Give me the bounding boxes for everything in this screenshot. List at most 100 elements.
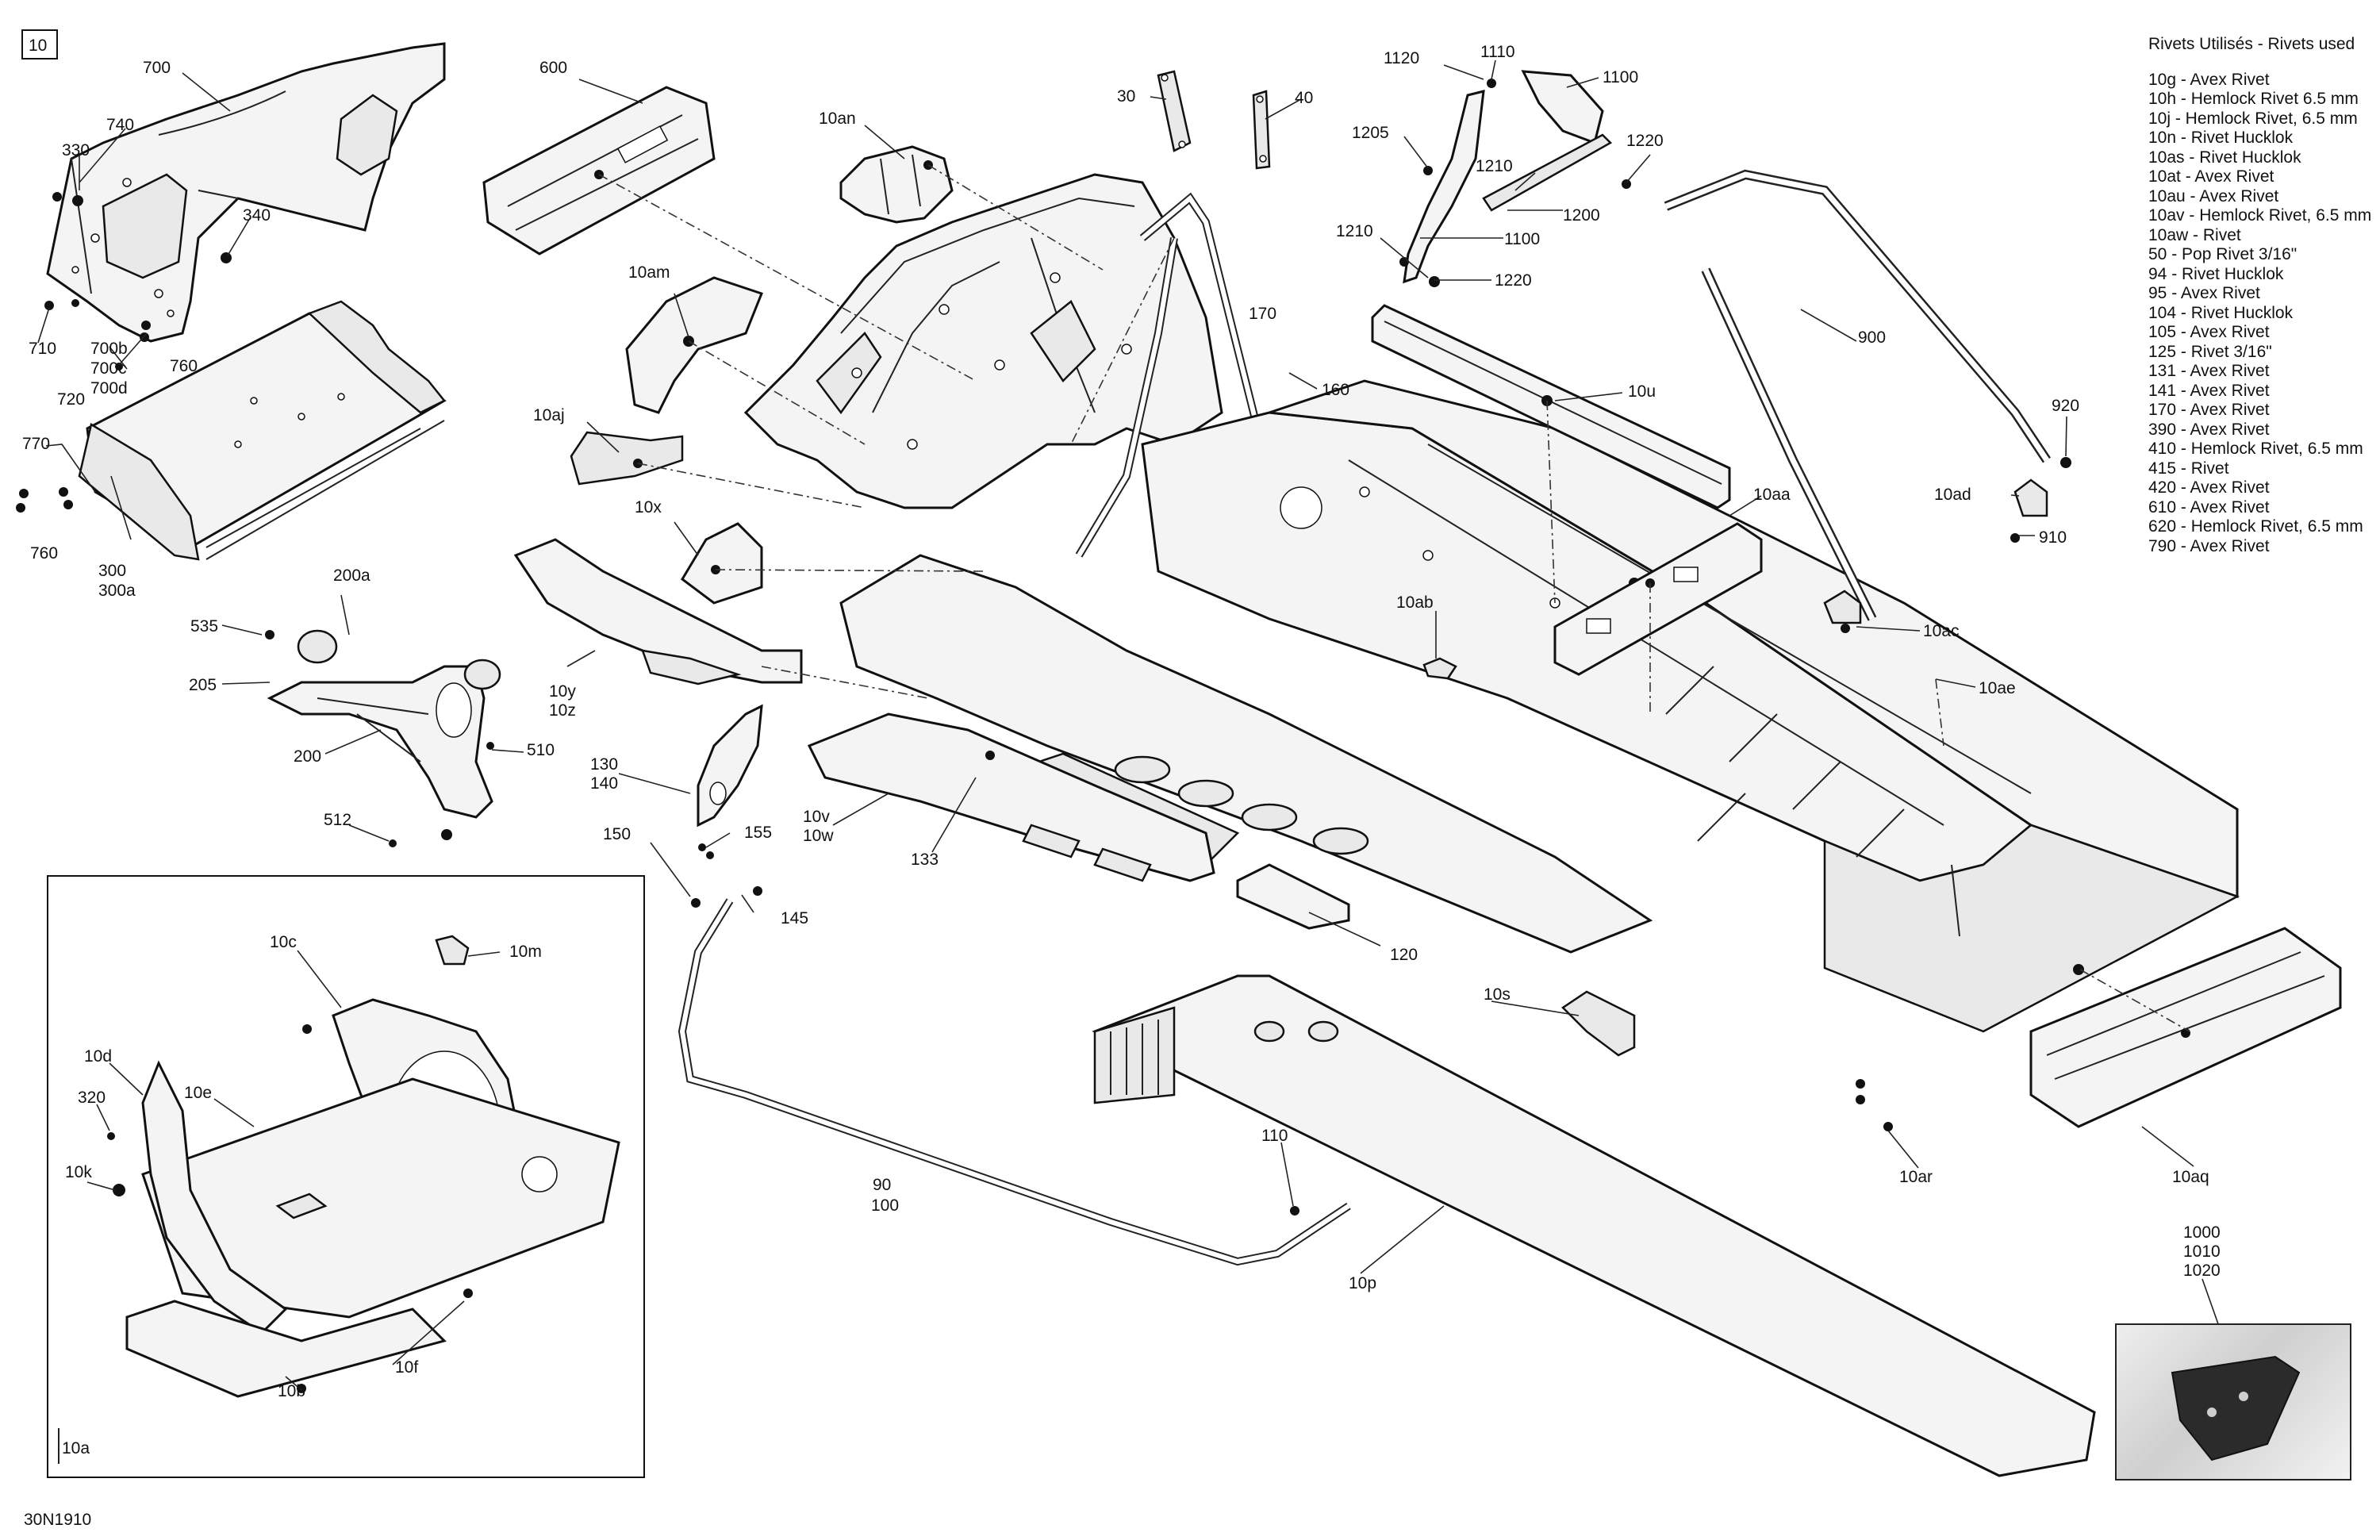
rivet-entry: 141 - Avex Rivet	[2148, 381, 2270, 400]
part-900-bumper	[1664, 169, 2071, 621]
rivet-legend: Rivets Utilisés - Rivets used 10g - Avex…	[2148, 35, 2378, 556]
part-200a-bumpers	[265, 629, 501, 847]
inset-part-10e-floor	[141, 1077, 620, 1319]
callout: 10w	[803, 827, 834, 845]
part-10v-skid	[807, 712, 1215, 882]
callout: 10v	[803, 808, 830, 826]
rivet-entry: 415 - Rivet	[2148, 459, 2229, 478]
callout: 10c	[270, 933, 297, 951]
callout: 10ab	[1396, 593, 1434, 612]
callout: 170	[1249, 305, 1276, 323]
callout: 140	[590, 774, 618, 793]
fasteners-10ar	[1856, 1079, 1893, 1131]
part-10p-cover	[1092, 974, 2096, 1477]
small-fasteners	[691, 843, 762, 908]
part-10ad-bracket	[2013, 478, 2048, 517]
callout: 1220	[1626, 132, 1664, 150]
part-120-footrest	[1236, 863, 1350, 930]
callout: 10x	[635, 498, 662, 517]
callout: 10ae	[1979, 679, 2016, 697]
callout: 10m	[509, 943, 542, 961]
rivet-entry: 790 - Avex Rivet	[2148, 536, 2270, 555]
rivet-entry: 620 - Hemlock Rivet, 6.5 mm	[2148, 517, 2363, 536]
callout: 200a	[333, 566, 370, 585]
upper-frame	[743, 173, 1223, 509]
callout: 205	[189, 676, 217, 694]
callout: 1120	[1384, 49, 1419, 67]
rivet-entry: 104 - Rivet Hucklok	[2148, 303, 2294, 322]
callout: 120	[1390, 946, 1418, 964]
part-90-rail	[678, 898, 1351, 1266]
callout: 512	[324, 811, 351, 829]
callout: 155	[744, 824, 772, 842]
part-30-link	[1157, 70, 1192, 152]
rivet-entry: 10h - Hemlock Rivet 6.5 mm	[2148, 90, 2359, 108]
callout: 910	[2039, 528, 2067, 547]
callout: 760	[170, 357, 198, 375]
assembly-lines	[598, 164, 2190, 1032]
callout: 10k	[65, 1163, 92, 1181]
callout: 320	[78, 1089, 106, 1107]
callout: 10aq	[2172, 1168, 2209, 1186]
rivet-entry: 10at - Avex Rivet	[2148, 167, 2274, 186]
rivet-entry: 131 - Avex Rivet	[2148, 362, 2270, 380]
callout: 1110	[1480, 43, 1515, 61]
fasteners-700	[44, 192, 232, 342]
callout: 10z	[549, 701, 576, 720]
callout: 700c	[90, 359, 127, 378]
fasteners-300	[16, 363, 123, 513]
inset-part-10m	[435, 935, 470, 966]
page-tag: 10	[29, 36, 47, 55]
callout: 1100	[1504, 230, 1540, 248]
part-600-cover	[482, 86, 716, 255]
callout: 10ad	[1934, 486, 1971, 504]
part-1000-photo	[2115, 1323, 2351, 1480]
callout: 10f	[395, 1358, 418, 1377]
rivet-entry: 125 - Rivet 3/16"	[2148, 342, 2272, 361]
callout: 160	[1322, 381, 1349, 399]
callout: 1210	[1476, 157, 1513, 175]
part-700-bulkhead	[46, 42, 446, 343]
callout: 1220	[1495, 271, 1532, 290]
part-10aj-bracket	[570, 431, 684, 486]
rivet-entry: 420 - Avex Rivet	[2148, 478, 2270, 497]
rivet-entry: 410 - Hemlock Rivet, 6.5 mm	[2148, 440, 2363, 458]
callout: 10aj	[533, 406, 565, 424]
callout: 133	[911, 851, 939, 869]
page-tag-box	[21, 29, 58, 60]
callout: 200	[294, 747, 321, 766]
callout: 145	[781, 909, 808, 927]
callout: 1010	[2183, 1242, 2221, 1261]
rivet-entry: 94 - Rivet Hucklok	[2148, 264, 2284, 283]
part-200-arm	[267, 665, 493, 819]
callout: 10ac	[1923, 622, 1960, 640]
photo-part-shape	[2171, 1355, 2301, 1461]
callout: 10b	[278, 1382, 305, 1400]
rivet-entry: 10n - Rivet Hucklok	[2148, 129, 2294, 147]
callout: 110	[1261, 1127, 1288, 1145]
callout: 1020	[2183, 1262, 2221, 1280]
callout: 760	[30, 544, 58, 563]
rivet-entry: 10j - Hemlock Rivet, 6.5 mm	[2148, 109, 2358, 128]
callout: 720	[57, 390, 85, 409]
callout: 100	[871, 1196, 899, 1215]
callout: 1000	[2183, 1223, 2221, 1242]
drawing-code: 30N1910	[24, 1511, 91, 1529]
callout: 10aa	[1753, 486, 1791, 504]
callout: 700	[143, 59, 171, 77]
part-10ab-bracket	[1422, 657, 1457, 680]
part-10y-bracket	[513, 538, 803, 686]
callout: 770	[22, 435, 50, 453]
callout: 10an	[819, 109, 856, 128]
callout: 10y	[549, 682, 576, 701]
part-130-bracket	[697, 704, 763, 828]
callout: 10e	[184, 1084, 212, 1102]
callout-labels: 700 740 330 340 710 700b 700c 700d 760 7…	[22, 43, 2221, 1400]
rivet-entry: 50 - Pop Rivet 3/16"	[2148, 245, 2297, 263]
part-10aa-rail	[1553, 522, 1763, 676]
rivet-entry: 10g - Avex Rivet	[2148, 70, 2270, 89]
rivet-entry: 10as - Rivet Hucklok	[2148, 148, 2301, 167]
part-10aq-rear-bumper	[2029, 927, 2342, 1128]
callout: 10s	[1484, 985, 1511, 1004]
callout: 10ar	[1899, 1168, 1933, 1186]
